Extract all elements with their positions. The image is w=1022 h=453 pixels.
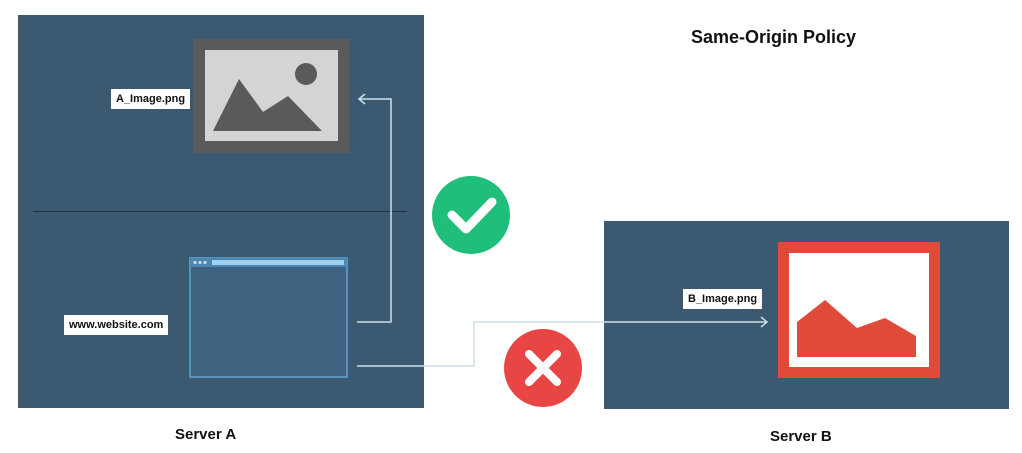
image-a-filename: A_Image.png [111,89,191,109]
check-circle-icon [432,176,510,254]
cross-circle-icon [504,329,582,407]
diagram-title: Same-Origin Policy [691,27,857,47]
allowed-arrow [357,93,392,323]
server-a-label: Server A [175,426,237,443]
browser-window-icon [189,257,348,378]
server-b-label: Server B [770,428,832,445]
image-a-icon [193,39,350,153]
image-b-icon [778,242,940,378]
blocked-arrow [357,316,769,367]
website-label: www.website.com [64,315,169,335]
server-a-divider [33,211,407,212]
image-b-filename: B_Image.png [683,289,763,309]
